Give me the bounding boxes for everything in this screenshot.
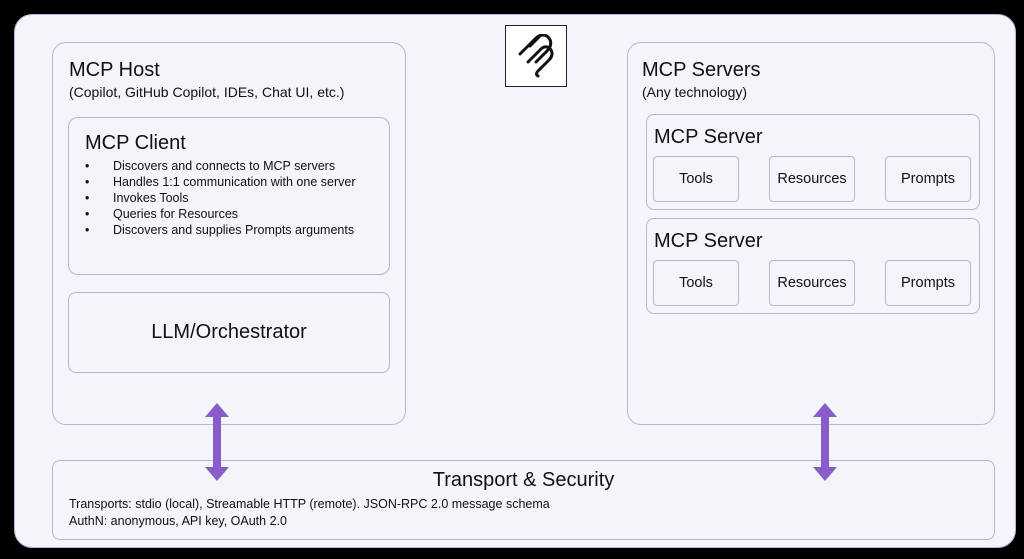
mcp-client-box: MCP Client Discovers and connects to MCP… — [68, 117, 390, 275]
client-bullet-list: Discovers and connects to MCP servers Ha… — [85, 158, 355, 238]
diagram-canvas: MCP Host (Copilot, GitHub Copilot, IDEs,… — [14, 14, 1016, 548]
server-title: MCP Server — [654, 230, 763, 252]
double-arrow-icon — [813, 403, 837, 481]
llm-orchestrator-box: LLM/Orchestrator — [68, 292, 390, 373]
transport-security-box: Transport & Security Transports: stdio (… — [52, 460, 995, 540]
list-item: Queries for Resources — [85, 206, 355, 222]
servers-title: MCP Servers — [642, 59, 761, 81]
mcp-server-box: MCP Server Tools Resources Prompts — [646, 218, 980, 314]
list-item: Invokes Tools — [85, 190, 355, 206]
llm-orchestrator-label: LLM/Orchestrator — [151, 321, 307, 343]
client-title: MCP Client — [85, 132, 186, 154]
transport-line: Transports: stdio (local), Streamable HT… — [69, 497, 550, 511]
servers-subtitle: (Any technology) — [642, 84, 748, 100]
prompts-chip: Prompts — [885, 260, 971, 306]
double-arrow-icon — [205, 403, 229, 481]
mcp-logo-icon — [505, 25, 567, 87]
prompts-chip: Prompts — [885, 156, 971, 202]
transport-title: Transport & Security — [432, 469, 615, 491]
resources-chip: Resources — [769, 260, 855, 306]
list-item: Handles 1:1 communication with one serve… — [85, 174, 355, 190]
host-title: MCP Host — [69, 59, 160, 81]
list-item: Discovers and connects to MCP servers — [85, 158, 355, 174]
resources-chip: Resources — [769, 156, 855, 202]
host-subtitle: (Copilot, GitHub Copilot, IDEs, Chat UI,… — [69, 84, 345, 100]
server-title: MCP Server — [654, 126, 763, 148]
mcp-server-box: MCP Server Tools Resources Prompts — [646, 114, 980, 210]
tools-chip: Tools — [653, 260, 739, 306]
list-item: Discovers and supplies Prompts arguments — [85, 222, 355, 238]
auth-line: AuthN: anonymous, API key, OAuth 2.0 — [69, 514, 287, 528]
tools-chip: Tools — [653, 156, 739, 202]
